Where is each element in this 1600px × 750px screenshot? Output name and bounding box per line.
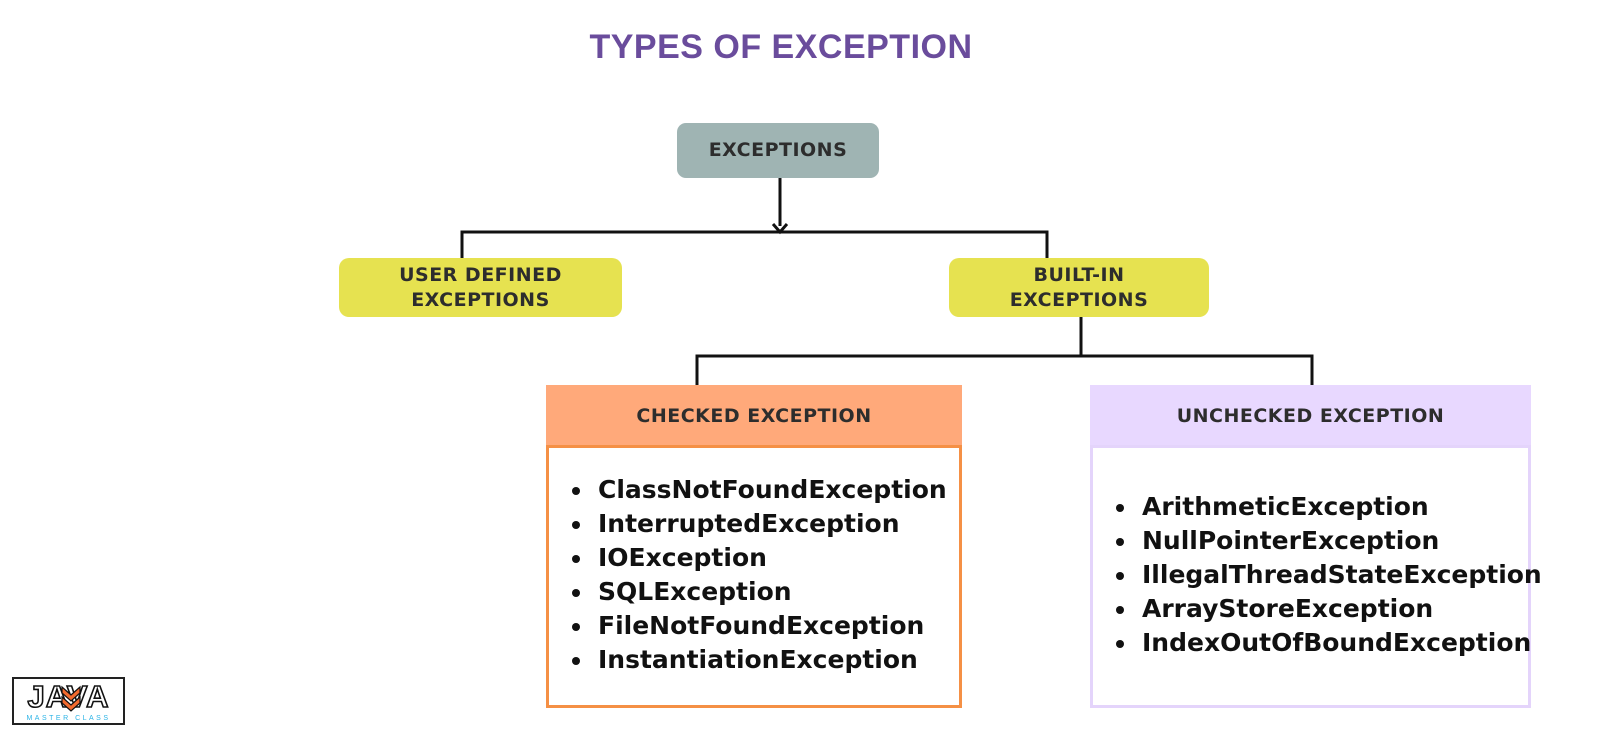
list-item: IndexOutOfBoundException [1114, 626, 1542, 660]
built-in-label-line2: EXCEPTIONS [1009, 288, 1149, 311]
checked-exception-header: CHECKED EXCEPTION [546, 385, 962, 447]
checked-exception-body [546, 445, 962, 708]
list-item: InstantiationException [570, 643, 947, 677]
java-master-class-logo: JAVA MASTER CLASS [12, 677, 125, 725]
list-item: ArrayStoreException [1114, 592, 1542, 626]
list-item: ClassNotFoundException [570, 473, 947, 507]
unchecked-exception-body [1090, 445, 1531, 708]
list-item: IllegalThreadStateException [1114, 558, 1542, 592]
connector-root-branch [460, 230, 1049, 258]
built-in-label-line1: BUILT-IN [1033, 263, 1125, 286]
list-item: InterruptedException [570, 507, 947, 541]
checked-exception-panel: CHECKED EXCEPTION [546, 385, 962, 708]
exceptions-node-label: EXCEPTIONS [708, 139, 848, 161]
user-defined-label-line2: EXCEPTIONS [411, 288, 550, 311]
exceptions-node: EXCEPTIONS [677, 123, 879, 178]
list-item: SQLException [570, 575, 947, 609]
logo-tagline: MASTER CLASS [26, 715, 111, 722]
unchecked-exception-panel: UNCHECKED EXCEPTION [1090, 385, 1531, 708]
chevron-stack-icon [61, 685, 81, 712]
arrow-head-icon [771, 223, 789, 235]
user-defined-label-line1: USER DEFINED [399, 263, 562, 286]
list-item: IOException [570, 541, 947, 575]
checked-exception-list: ClassNotFoundException InterruptedExcept… [570, 473, 947, 677]
unchecked-exception-header: UNCHECKED EXCEPTION [1090, 385, 1531, 447]
unchecked-exception-list: ArithmeticException NullPointerException… [1114, 490, 1542, 660]
connector-builtin-branch [695, 354, 1314, 385]
list-item: FileNotFoundException [570, 609, 947, 643]
user-defined-exceptions-node: USER DEFINED EXCEPTIONS [339, 258, 622, 317]
built-in-exceptions-node: BUILT-IN EXCEPTIONS [949, 258, 1209, 317]
list-item: ArithmeticException [1114, 490, 1542, 524]
list-item: NullPointerException [1114, 524, 1542, 558]
diagram-title: TYPES OF EXCEPTION [589, 28, 973, 66]
